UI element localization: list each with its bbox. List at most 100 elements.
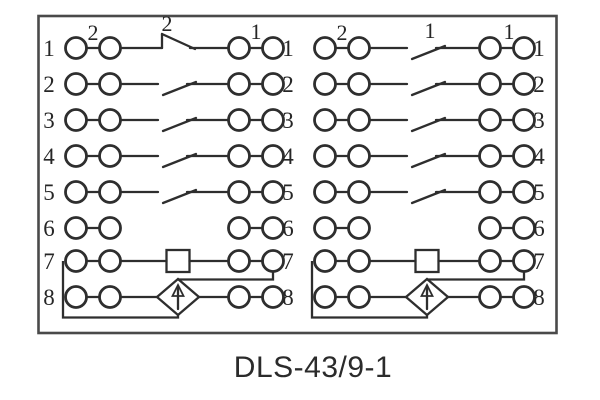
coil-loop-wire xyxy=(61,261,180,319)
terminal-number-right: 1 xyxy=(282,36,294,61)
terminal-number-left: 6 xyxy=(43,216,55,241)
terminal-circle xyxy=(261,285,285,309)
coil-loop-wire xyxy=(310,261,429,319)
switch-annotation: 1 xyxy=(425,18,436,43)
terminal-circle xyxy=(261,249,285,273)
terminal-circle xyxy=(64,36,88,60)
terminal-circle xyxy=(227,216,251,240)
terminal-circle xyxy=(64,249,88,273)
coil-feed-wire xyxy=(427,272,526,281)
terminal-number-right: 5 xyxy=(533,180,545,205)
terminal-circle xyxy=(227,180,251,204)
terminal-number-right: 4 xyxy=(533,144,545,169)
terminal-circle xyxy=(98,249,122,273)
terminal-row: 6 xyxy=(313,216,545,241)
terminal-circle xyxy=(261,36,285,60)
model-label: DLS-43/9-1 xyxy=(234,351,392,384)
pair-annotation: 1 xyxy=(504,19,515,44)
terminal-circle xyxy=(98,72,122,96)
terminal-number-right: 2 xyxy=(533,72,545,97)
resistor-symbol xyxy=(414,248,440,274)
terminal-row: 5 xyxy=(313,180,545,205)
terminal-circle xyxy=(261,72,285,96)
terminal-circle xyxy=(347,108,371,132)
terminal-number-left: 8 xyxy=(43,285,55,310)
terminal-circle xyxy=(478,216,502,240)
terminal-circle xyxy=(478,144,502,168)
terminal-circle xyxy=(98,36,122,60)
terminal-circle xyxy=(478,108,502,132)
terminal-circle xyxy=(227,285,251,309)
terminal-circle xyxy=(347,249,371,273)
switch-annotation: 2 xyxy=(162,11,173,36)
terminal-row: 8 xyxy=(313,277,545,317)
terminal-number-right: 2 xyxy=(282,72,294,97)
terminal-row: 2 xyxy=(313,72,545,97)
pair-annotation: 2 xyxy=(337,20,348,45)
terminal-number-right: 3 xyxy=(282,108,294,133)
terminal-circle xyxy=(512,144,536,168)
arrow-head-icon xyxy=(420,282,434,297)
terminal-circle xyxy=(347,36,371,60)
terminal-number-right: 3 xyxy=(533,108,545,133)
terminal-number-left: 2 xyxy=(43,72,55,97)
terminal-number-left: 4 xyxy=(43,144,55,169)
terminal-number-left: 3 xyxy=(43,108,55,133)
terminal-circle xyxy=(64,285,88,309)
terminal-circle xyxy=(347,285,371,309)
terminal-number-right: 6 xyxy=(282,216,294,241)
terminal-row: 7 xyxy=(313,248,545,274)
terminal-number-right: 7 xyxy=(282,249,294,274)
terminal-circle xyxy=(64,108,88,132)
terminal-circle xyxy=(261,216,285,240)
terminal-circle xyxy=(313,285,337,309)
terminal-number-right: 1 xyxy=(533,36,545,61)
terminal-circle xyxy=(227,144,251,168)
terminal-number-right: 6 xyxy=(533,216,545,241)
terminal-circle xyxy=(98,108,122,132)
arrow-head-icon xyxy=(171,282,185,297)
terminal-circle xyxy=(313,108,337,132)
terminal-circle xyxy=(478,285,502,309)
terminal-circle xyxy=(512,180,536,204)
terminal-circle xyxy=(512,285,536,309)
terminal-number-right: 5 xyxy=(282,180,294,205)
terminal-number-left: 5 xyxy=(43,180,55,205)
terminal-circle xyxy=(478,72,502,96)
terminal-circle xyxy=(478,180,502,204)
terminal-row: 4 xyxy=(313,144,545,169)
terminal-circle xyxy=(313,216,337,240)
terminal-number-right: 4 xyxy=(282,144,294,169)
terminal-row: 3 xyxy=(313,108,545,133)
terminal-circle xyxy=(227,72,251,96)
terminal-circle xyxy=(64,180,88,204)
terminal-number-left: 1 xyxy=(43,36,55,61)
terminal-circle xyxy=(227,36,251,60)
terminal-circle xyxy=(261,180,285,204)
resistor-symbol xyxy=(165,248,191,274)
terminal-circle xyxy=(347,144,371,168)
terminal-circle xyxy=(313,144,337,168)
terminal-circle xyxy=(64,216,88,240)
terminal-circle xyxy=(512,72,536,96)
terminal-number-right: 8 xyxy=(533,285,545,310)
terminal-circle xyxy=(512,249,536,273)
terminal-number-right: 8 xyxy=(282,285,294,310)
terminal-circle xyxy=(478,249,502,273)
terminal-circle xyxy=(313,249,337,273)
terminal-circle xyxy=(227,249,251,273)
terminal-circle xyxy=(512,36,536,60)
terminal-circle xyxy=(261,144,285,168)
terminal-circle xyxy=(98,144,122,168)
pair-annotation: 2 xyxy=(88,20,99,45)
terminal-circle xyxy=(98,180,122,204)
